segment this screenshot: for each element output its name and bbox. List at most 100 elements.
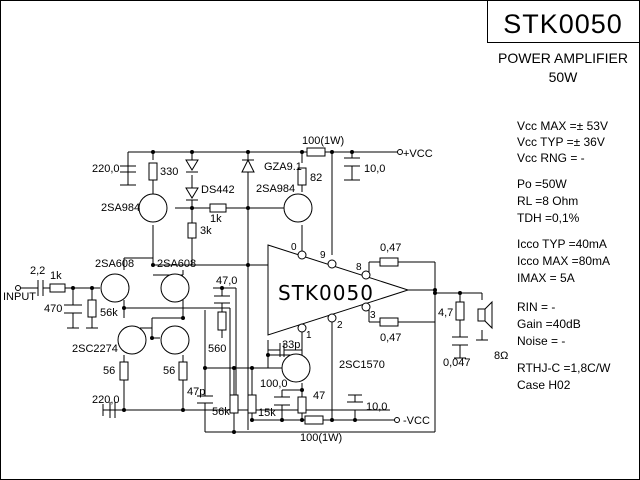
spec-po: Po =50W xyxy=(517,177,567,191)
label-pin-1: 1 xyxy=(306,330,312,341)
label-q-out: 2SC1570 xyxy=(339,359,385,371)
resistor-47-zobel xyxy=(455,301,465,321)
label-r3k: 3k xyxy=(200,225,212,237)
resistor-330 xyxy=(148,162,158,181)
capacitor-10-top xyxy=(344,157,360,167)
label-q2: 2SA608 xyxy=(157,258,196,270)
resistor-047-bot xyxy=(379,317,399,327)
label-pin-9: 9 xyxy=(320,250,326,261)
label-input: INPUT xyxy=(3,291,36,303)
label-c47p: 47p xyxy=(187,386,205,398)
resistor-100-top xyxy=(306,147,326,157)
stk-chip xyxy=(267,244,410,336)
spec-gain: Gain =40dB xyxy=(517,317,581,331)
spec-imax: IMAX = 5A xyxy=(517,271,575,285)
capacitor-47 xyxy=(214,295,230,304)
resistor-15k xyxy=(247,394,257,414)
capacitor-c-470 xyxy=(64,304,82,329)
label-chip: STK0050 xyxy=(278,281,374,305)
resistor-047-top xyxy=(379,257,399,267)
label-c220-bot: 220,0 xyxy=(92,394,120,406)
zener-diode xyxy=(241,158,255,173)
capacitor-10-bot xyxy=(347,401,363,411)
transistor-output xyxy=(281,353,311,383)
capacitor-47p xyxy=(197,395,213,404)
label-speaker: 8Ω xyxy=(494,350,508,362)
label-c100: 100,0 xyxy=(260,378,288,390)
spec-vcc-typ: Vcc TYP =± 36V xyxy=(517,135,605,149)
resistor-82 xyxy=(297,167,307,186)
label-c-470: 470 xyxy=(44,303,62,315)
resistor-56k xyxy=(229,394,239,414)
label-r047-top: 0,47 xyxy=(380,242,401,254)
label-vcc-neg: -VCC xyxy=(403,415,430,427)
transistor-q3 xyxy=(117,325,147,355)
wires xyxy=(20,151,483,433)
label-r47-zobel: 4,7 xyxy=(438,307,453,319)
resistor-56-b xyxy=(178,361,188,381)
transistor-driver2 xyxy=(283,193,313,223)
spec-case: Case H02 xyxy=(517,378,571,392)
input-terminal xyxy=(15,285,21,291)
capacitor-220-top xyxy=(120,152,136,173)
label-q1: 2SA608 xyxy=(95,258,134,270)
label-c-in: 2,2 xyxy=(30,265,45,277)
transistor-driver1 xyxy=(138,193,168,223)
resistor-560 xyxy=(217,311,227,331)
label-r560: 560 xyxy=(208,343,226,355)
spec-vcc-rng: Vcc RNG = - xyxy=(517,151,585,165)
spec-rthj: RTHJ-C =1,8C/W xyxy=(517,361,611,375)
speaker xyxy=(476,300,493,341)
resistor-1k xyxy=(209,203,227,213)
vcc-pos-terminal xyxy=(397,149,403,155)
capacitor-100 xyxy=(274,396,290,406)
spec-rl: RL =8 Ohm xyxy=(517,194,578,208)
spec-rin: RIN = - xyxy=(517,300,555,314)
spec-tdh: TDH =0,1% xyxy=(517,211,580,225)
diode-1 xyxy=(185,159,199,171)
label-r47: 47 xyxy=(313,390,325,402)
label-q3: 2SC2274 xyxy=(72,343,118,355)
label-r100-top: 100(1W) xyxy=(302,135,344,147)
label-r56-b: 56 xyxy=(163,365,175,377)
resistor-56-a xyxy=(119,361,129,381)
power-rating: 50W xyxy=(549,69,579,85)
diode-2 xyxy=(185,187,199,199)
resistor-56k-in xyxy=(87,299,97,318)
labels: INPUT 2,2 1k 470 56k 2SA608 2SA608 2SC22… xyxy=(3,135,508,444)
label-q-driver1: 2SA984 xyxy=(101,202,140,214)
label-r-in: 1k xyxy=(50,270,62,282)
label-pin-0: 0 xyxy=(291,242,297,253)
part-number: STK0050 xyxy=(503,9,623,39)
transistor-q4 xyxy=(160,325,190,355)
chip-pins xyxy=(297,250,371,333)
label-q-driver2: 2SA984 xyxy=(256,183,295,195)
spec-list: Vcc MAX =± 53V Vcc TYP =± 36V Vcc RNG = … xyxy=(517,119,611,392)
label-r330: 330 xyxy=(160,166,178,178)
label-c10-bot: 10,0 xyxy=(366,401,387,413)
capacitor-33p xyxy=(279,343,285,357)
label-c-zobel: 0,047 xyxy=(443,357,471,369)
label-vcc-pos: +VCC xyxy=(403,148,433,160)
label-r56-a: 56 xyxy=(103,365,115,377)
resistor-47 xyxy=(297,396,307,414)
label-r047-bot: 0,47 xyxy=(380,332,401,344)
label-zener: GZA9.1 xyxy=(264,161,302,173)
label-r82: 82 xyxy=(310,172,322,184)
capacitor-c-in xyxy=(37,280,50,296)
label-c220-top: 220,0 xyxy=(92,163,120,175)
junctions xyxy=(71,150,462,434)
components xyxy=(15,147,493,425)
label-56k-in: 56k xyxy=(100,307,118,319)
transistor-q2 xyxy=(160,273,190,303)
label-c47: 47,0 xyxy=(216,275,237,287)
label-c10-top: 10,0 xyxy=(364,163,385,175)
resistor-r-in xyxy=(49,283,66,293)
spec-noise: Noise = - xyxy=(517,334,565,348)
spec-icco-max: Icco MAX =80mA xyxy=(517,254,610,268)
label-r100-bot: 100(1W) xyxy=(300,432,342,444)
label-pin-8: 8 xyxy=(356,262,362,273)
transistor-q1 xyxy=(100,273,130,303)
label-pin-3: 3 xyxy=(370,310,376,321)
